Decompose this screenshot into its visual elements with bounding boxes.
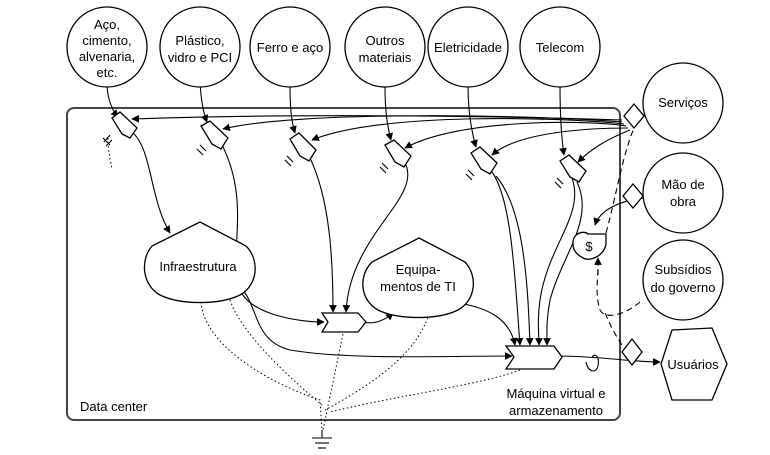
source-mao-de-obra: Mão de obra (642, 152, 724, 234)
source-outros-line-2: materiais (359, 50, 412, 65)
source-ferro: Ferro e aço (249, 6, 331, 88)
node-equipamentos: Equipa- mentos de TI (362, 237, 474, 319)
node-equipamentos-line-2: mentos de TI (380, 279, 456, 294)
source-servicos-label: Serviços (658, 95, 708, 110)
source-telecom: Telecom (519, 6, 601, 88)
source-servicos: Serviços (642, 62, 724, 144)
source-aco-line-1: Aço, (94, 17, 120, 32)
source-ferro-label: Ferro e aço (257, 40, 323, 55)
source-subsidios-line-1: Subsídios (654, 262, 712, 277)
node-infraestrutura-label: Infraestrutura (159, 259, 237, 274)
source-mao-de-obra-line-1: Mão de (661, 177, 704, 192)
money-symbol: $ (585, 239, 593, 254)
node-maquina-line-2: armazenamento (509, 403, 603, 418)
data-center-label: Data center (80, 399, 148, 414)
heat-sink (312, 430, 332, 449)
interaction-outros (379, 139, 412, 174)
source-aco-line-2: cimento, (82, 33, 131, 48)
interaction-plastico (196, 120, 229, 156)
source-aco-line-4: etc. (97, 65, 118, 80)
source-eletricidade-label: Eletricidade (434, 40, 502, 55)
source-aco-line-3: alvenaria, (79, 49, 135, 64)
source-subsidios: Subsídios do governo (642, 239, 724, 321)
transaction-diamonds (621, 102, 645, 367)
source-plastico: Plástico, vidro e PCI (159, 6, 241, 88)
source-mao-de-obra-line-2: obra (670, 194, 697, 209)
source-plastico-line-2: vidro e PCI (168, 50, 232, 65)
consumer-usuarios: Usuários (660, 327, 728, 401)
source-plastico-line-1: Plástico, (175, 33, 224, 48)
source-telecom-label: Telecom (536, 40, 584, 55)
source-subsidios-line-2: do governo (650, 280, 715, 295)
money-transaction: $ (572, 231, 607, 260)
source-outros-line-1: Outros (365, 33, 405, 48)
source-aco: Aço, cimento, alvenaria, etc. (66, 6, 148, 88)
node-maquina-label: Máquina virtual e armazenamento (507, 386, 606, 418)
interaction-collector (320, 312, 367, 333)
source-eletricidade: Eletricidade (427, 6, 509, 88)
interaction-aco (102, 111, 138, 147)
data-center-boundary (66, 107, 621, 421)
interaction-eletricidade (465, 146, 498, 181)
flows (106, 81, 661, 431)
interaction-ferro (284, 132, 317, 167)
interaction-telecom (554, 154, 587, 189)
node-maquina-line-1: Máquina virtual e (507, 386, 606, 401)
interaction-maquina (504, 345, 563, 370)
node-infraestrutura: Infraestrutura (143, 221, 256, 304)
source-outros: Outros materiais (344, 6, 426, 88)
consumer-usuarios-label: Usuários (667, 357, 719, 372)
node-equipamentos-line-1: Equipa- (396, 262, 441, 277)
